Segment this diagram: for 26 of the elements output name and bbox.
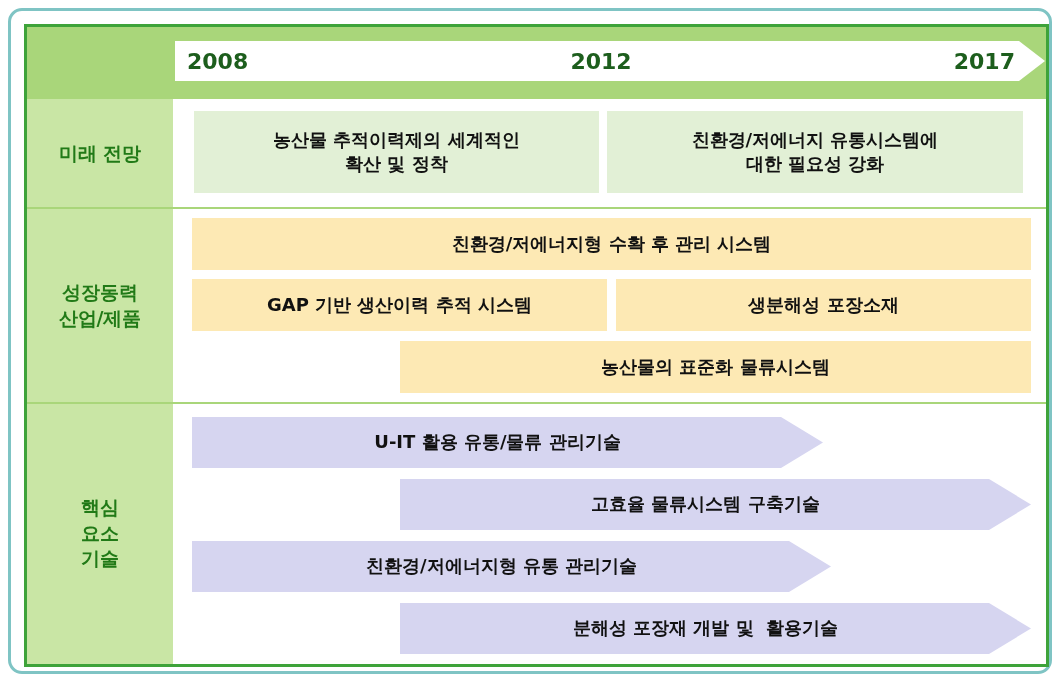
bar-label: GAP 기반 생산이력 추적 시스템 (267, 292, 532, 317)
bar-label: 농산물의 표준화 물류시스템 (601, 354, 830, 379)
bar-label: 친환경/저에너지형 수확 후 관리 시스템 (451, 231, 772, 256)
row-label: 미래 전망 (58, 140, 142, 166)
technology-bar (400, 479, 1031, 530)
product-bar (616, 279, 1031, 331)
product-bar (400, 341, 1031, 393)
bar-label: U-IT 활용 유통/물류 관리기술 (374, 430, 621, 455)
year-label: 2017 (953, 48, 1015, 74)
bar-label: 친환경/저에너지형 유통 관리기술 (365, 554, 638, 579)
bar-label: 생분해성 포장소재 (748, 292, 899, 317)
bar-label: 농산물 추적이력제의 세계적인 확산 및 정착 (272, 127, 521, 176)
bar-label: 분해성 포장재 개발 및 활용기술 (572, 616, 839, 641)
bar-label: 고효율 물류시스템 구축기술 (591, 492, 820, 517)
row-label: 핵심 요소 기술 (80, 495, 120, 572)
year-label: 2008 (187, 48, 249, 74)
bar-label: 친환경/저에너지 유통시스템에 대한 필요성 강화 (690, 127, 940, 176)
year-label: 2012 (570, 48, 632, 74)
outlook-box (194, 111, 599, 193)
product-bar (192, 279, 607, 331)
outlook-box (607, 111, 1023, 193)
product-bar (192, 218, 1031, 270)
technology-bar (400, 603, 1031, 654)
technology-bar (192, 417, 823, 468)
technology-bar (192, 541, 831, 592)
row-label: 성장동력 산업/제품 (57, 279, 143, 331)
